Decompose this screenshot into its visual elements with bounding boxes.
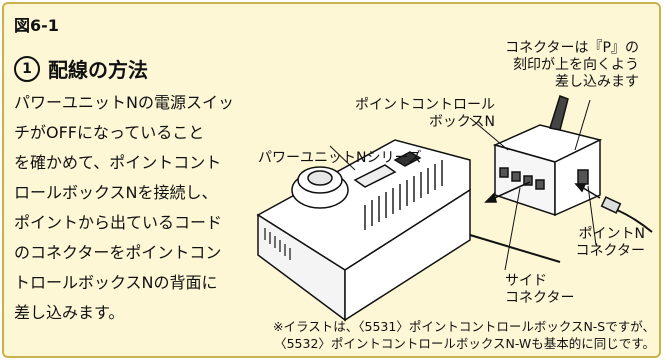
instruction-line: ポイントから出ているコード <box>14 213 223 232</box>
side-connector-line: コネクター <box>505 290 575 306</box>
footnote-line-1: ※イラストは、〈5531〉ポイントコントロールボックスN-Sですが、 <box>273 319 655 334</box>
point-connector-drawing <box>600 196 653 233</box>
section-title: 配線の方法 <box>48 58 148 82</box>
point-connector-label: ポイントN コネクター <box>576 226 645 260</box>
section-number: 1 <box>14 55 40 82</box>
power-unit-label: パワーユニットNシリーズ <box>258 150 422 166</box>
instruction-line: 差し込みます。 <box>14 303 125 322</box>
control-box-label: ポイントコントロール ボックスN <box>355 97 495 131</box>
insert-arrow <box>484 181 601 203</box>
control-box-line: ポイントコントロール <box>355 97 495 113</box>
figure-title: 図6-1 <box>14 16 59 35</box>
instruction-line: を確かめて、ポイントコント <box>14 153 222 172</box>
footnote-line-2: 〈5532〉ポイントコントロールボックスN-Wも基本的に同じです。 <box>274 336 655 351</box>
instruction-line: ロールボックスNを接続し、 <box>14 183 218 202</box>
connector-note-label: コネクターは『P』の 刻印が上を向くよう 差し込みます <box>505 40 639 91</box>
control-box-line: ボックスN <box>428 114 495 130</box>
connector-note-line: コネクターは『P』の <box>505 40 639 56</box>
connector-note-line: 差し込みます <box>555 74 639 90</box>
point-connector-line: ポイントN <box>578 226 645 242</box>
side-connector-label: サイド コネクター <box>505 273 574 307</box>
side-connector-line: サイド <box>505 273 547 289</box>
instruction-line: のコネクターをポイントコン <box>14 243 222 262</box>
instruction-line: チがOFFになっていること <box>14 123 205 142</box>
connector-note-line: 刻印が上を向くよう <box>513 57 639 73</box>
instruction-line: トロールボックスNの背面に <box>14 273 218 292</box>
point-connector-line: コネクター <box>575 243 645 259</box>
instruction-text: パワーユニットNの電源スイッ チがOFFになっていること を確かめて、ポイントコ… <box>14 88 249 328</box>
power-unit-drawing <box>256 139 561 322</box>
instruction-line: パワーユニットNの電源スイッ <box>14 93 234 112</box>
leader-lines <box>329 99 597 271</box>
section-heading: 1 配線の方法 <box>14 54 148 83</box>
control-box-drawing <box>492 95 603 217</box>
